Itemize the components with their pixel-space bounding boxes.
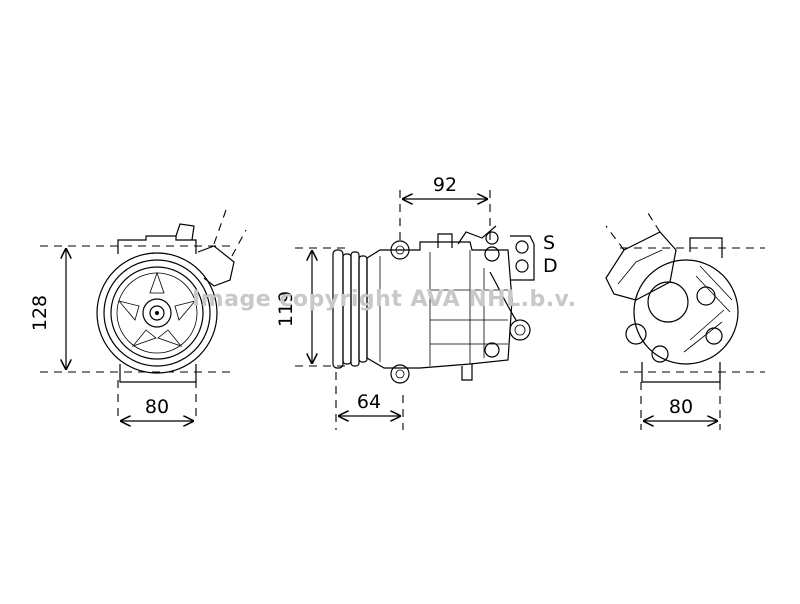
side-port-block: [510, 235, 535, 281]
side-pulley-label: 64: [357, 391, 381, 413]
port-s-label: S: [543, 232, 555, 254]
front-top-housing: [117, 235, 197, 254]
port-d-label: D: [543, 255, 558, 277]
front-connector: [197, 245, 235, 287]
side-valve-suction: [437, 233, 453, 248]
rear-axis-1: [605, 225, 625, 251]
side-valve-pipe: [457, 225, 497, 245]
rear-top-housing: [689, 237, 723, 258]
front-hub-inner: [149, 305, 165, 321]
side-compressor-body: [366, 241, 513, 369]
rear-bolt-3: [696, 286, 716, 306]
front-clutch-spokes: [117, 271, 197, 347]
front-height-label: 128: [29, 295, 51, 331]
side-valve-cap: [485, 231, 499, 245]
front-width-label: 80: [145, 396, 169, 418]
front-hub-center: [155, 311, 159, 315]
side-length-label: 92: [433, 174, 457, 196]
rear-fins: [683, 265, 733, 353]
front-pulley-inner: [110, 266, 204, 360]
rear-housing-circle: [633, 259, 739, 365]
side-rear-ear: [484, 246, 500, 262]
side-bottom-ear: [390, 364, 410, 384]
rear-bolt-4: [705, 327, 723, 345]
side-port-discharge: [515, 259, 529, 273]
side-bottom-foot: [461, 364, 473, 381]
side-port-suction: [515, 240, 529, 254]
rear-manifold-edge: [617, 249, 663, 285]
rear-axis-2: [645, 209, 661, 233]
rear-bolt-2: [651, 345, 669, 363]
rear-port-manifold: [605, 231, 677, 301]
side-view: S D 119 92 64: [275, 174, 558, 430]
front-view: 128 80: [29, 209, 247, 421]
rear-view: 80: [605, 209, 765, 430]
rear-bolt-1: [625, 323, 647, 345]
front-connector-axis: [213, 209, 227, 245]
side-connector: [509, 319, 531, 341]
rear-width-label: 80: [669, 396, 693, 418]
front-connector-axis-2: [231, 229, 247, 257]
front-top-fitting: [175, 223, 195, 241]
front-hub-outer: [142, 298, 172, 328]
front-pulley-outer: [103, 259, 211, 367]
side-height-label: 119: [275, 291, 297, 327]
rear-bottom-mount: [641, 362, 721, 383]
front-bottom-mount: [119, 364, 197, 383]
front-housing-circle: [96, 252, 218, 374]
side-top-ear: [390, 240, 410, 260]
side-rear-ear-bottom: [484, 342, 500, 358]
watermark: Image copyright AVA NHL.b.v.: [192, 287, 576, 312]
side-wire: [489, 271, 517, 321]
rear-boss: [647, 281, 689, 323]
